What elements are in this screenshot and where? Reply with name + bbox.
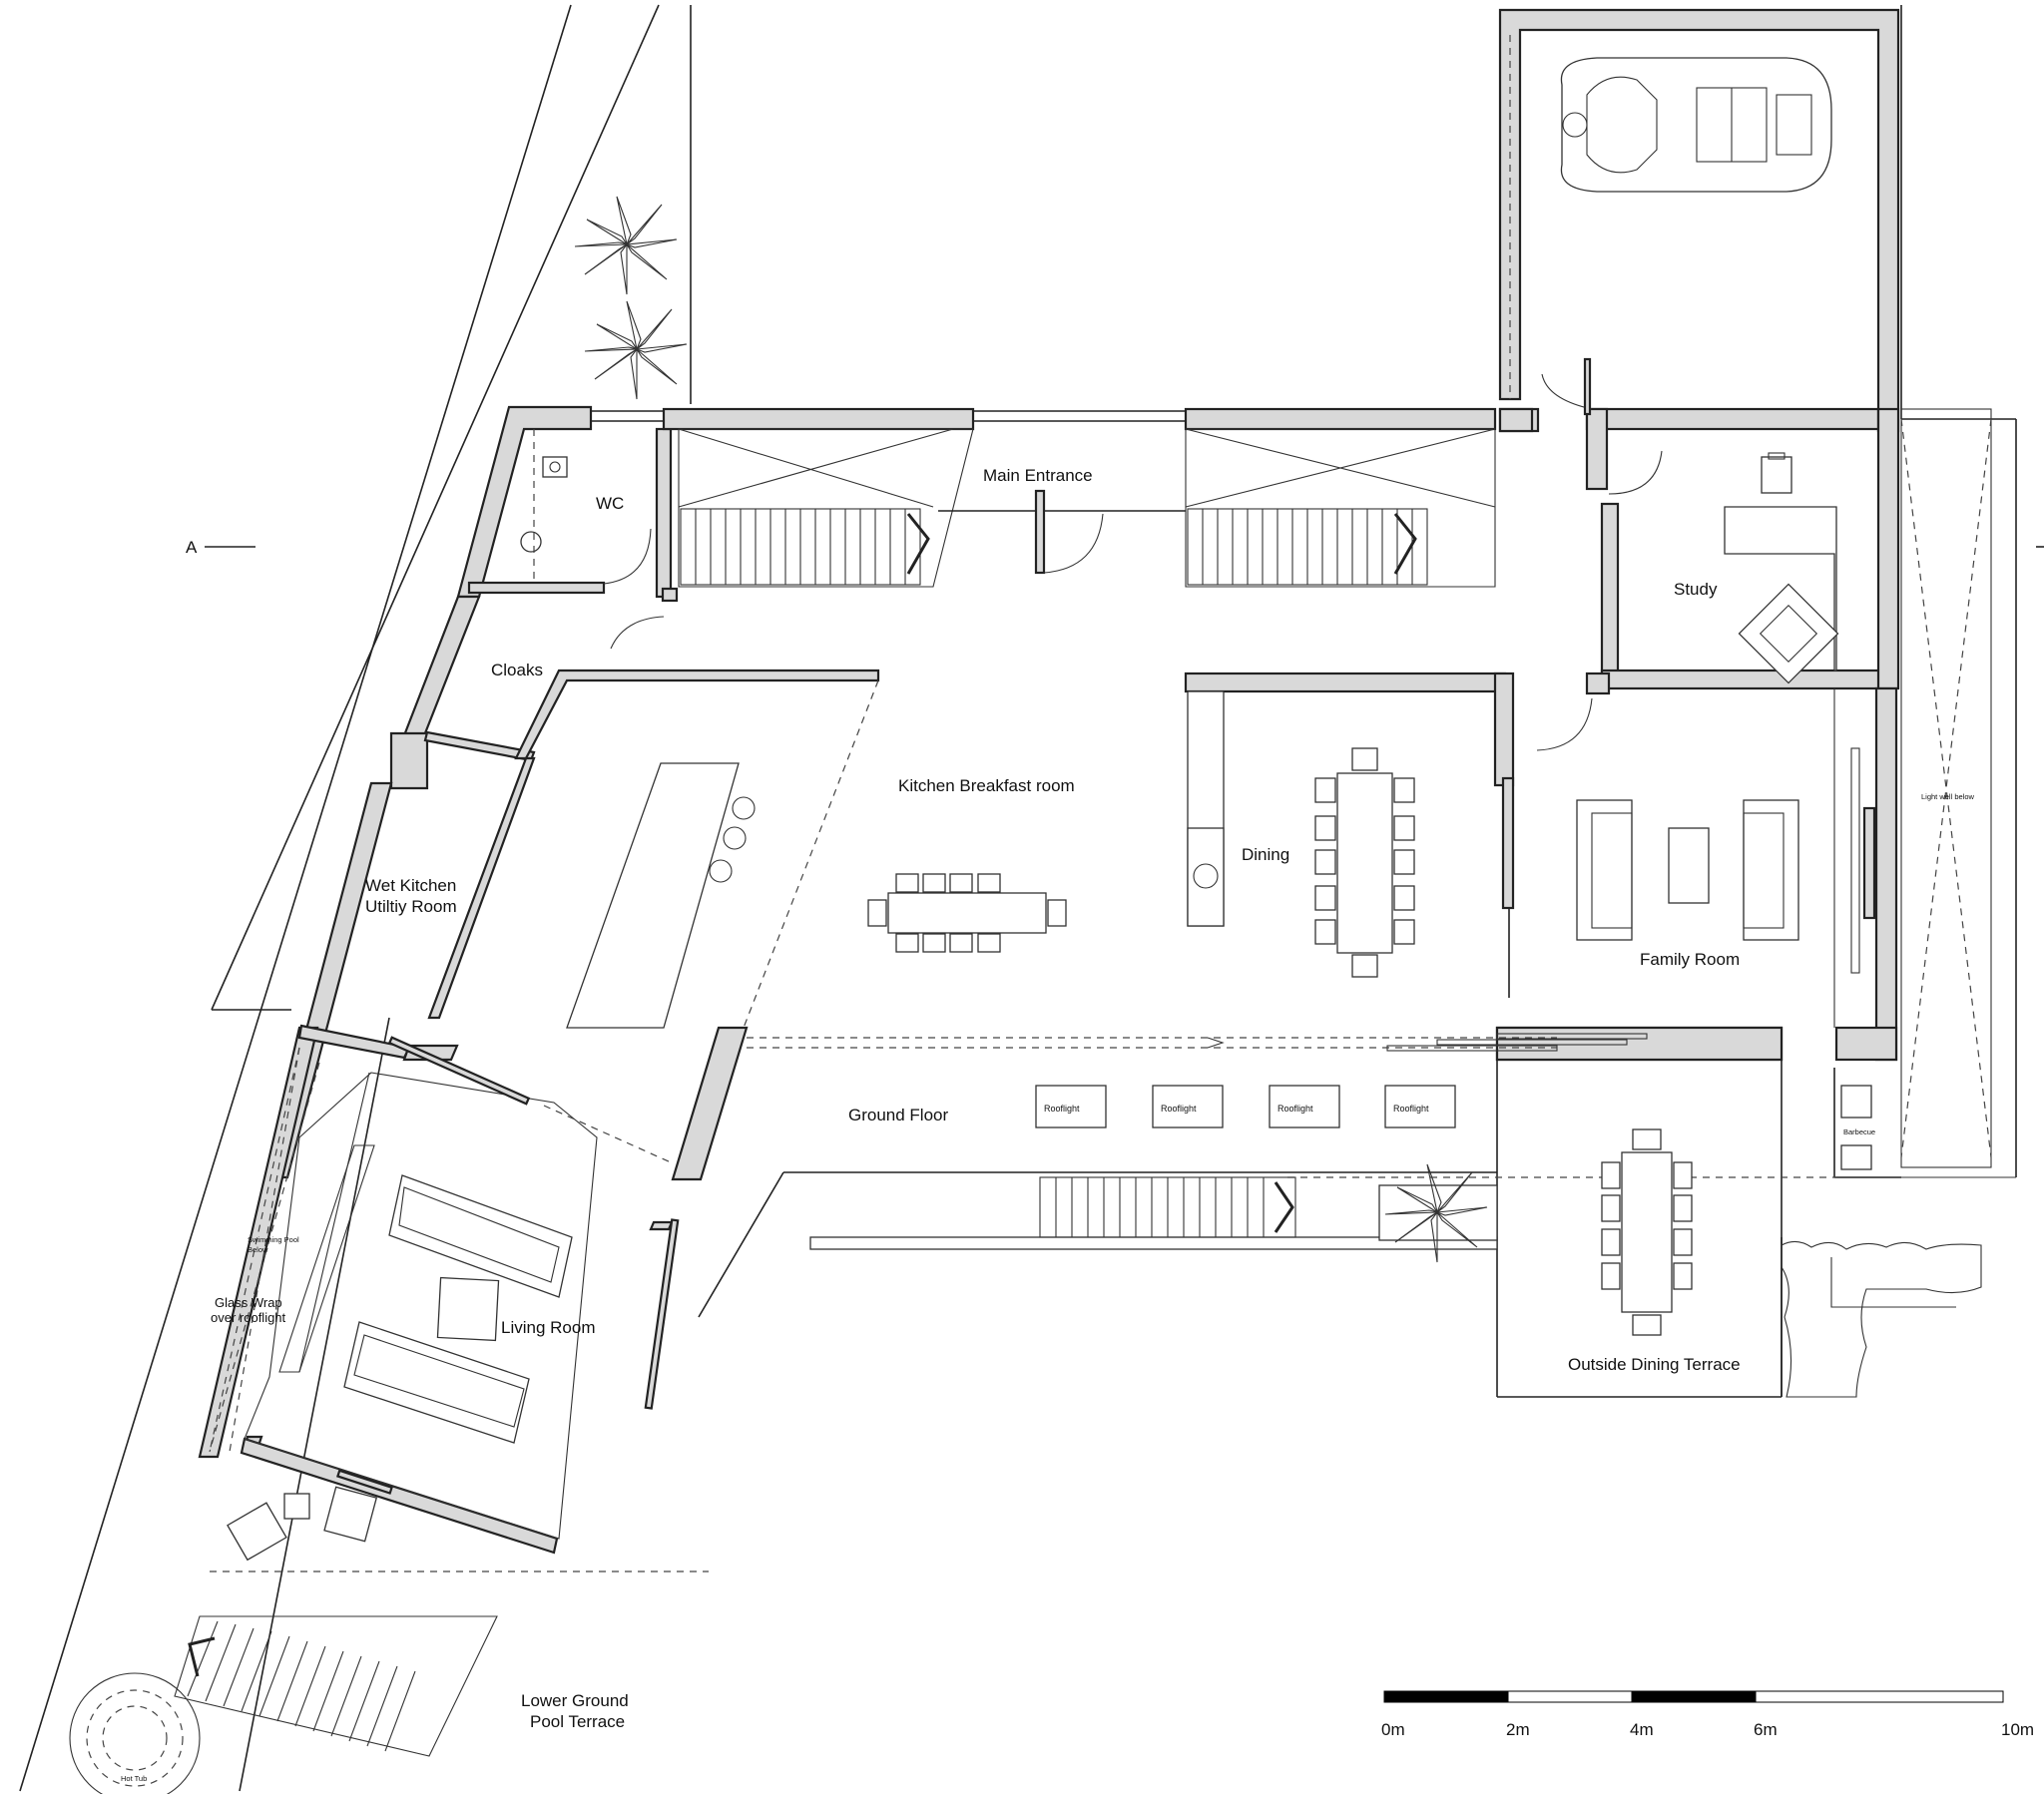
rooflight-label: Rooflight — [1044, 1104, 1080, 1114]
study-label: Study — [1674, 580, 1718, 599]
living-room-label: Living Room — [501, 1318, 596, 1337]
scale-tick-label: 2m — [1506, 1720, 1530, 1739]
wc-label: WC — [596, 494, 624, 513]
site-boundary — [19, 4, 2017, 1792]
stair-west — [678, 428, 974, 588]
lounge-chairs — [227, 1486, 378, 1562]
rooflight-label: Rooflight — [1393, 1104, 1429, 1114]
dining-label: Dining — [1242, 845, 1289, 864]
hot-tub-label: Hot Tub — [121, 1774, 147, 1783]
living-room — [209, 1036, 709, 1572]
wet-kitchen-label: Wet Kitchen — [365, 876, 456, 895]
swimming-pool-label: Swimming Pool — [248, 1235, 299, 1244]
kitchen-label: Kitchen Breakfast room — [898, 776, 1075, 795]
glass-wrap-over-rooflight-label: over rooflight — [211, 1310, 286, 1325]
palm-tree-icon — [584, 300, 688, 400]
hot-tub — [69, 1672, 201, 1794]
labels: A WC Main Entrance Cloaks Kitchen Breakf… — [121, 466, 2034, 1783]
main-entrance-label: Main Entrance — [983, 466, 1093, 485]
stair-east — [1185, 428, 1496, 588]
lower-stair — [174, 1615, 498, 1757]
stair-terrace — [1039, 1176, 1296, 1238]
garage — [1498, 8, 1900, 433]
light-well-label: Light well below — [1921, 792, 1975, 801]
rooflights — [1035, 1085, 1456, 1128]
kitchen-island — [566, 679, 879, 1029]
swimming-pool-below-label: Below — [248, 1245, 268, 1254]
plan-title: Ground Floor — [848, 1106, 948, 1124]
scale-tick-label: 6m — [1754, 1720, 1778, 1739]
section-marker-label: A — [186, 538, 198, 557]
utility-room-label: Utiltiy Room — [365, 897, 457, 916]
study-furniture — [1541, 357, 1839, 684]
stair-treads — [695, 509, 906, 585]
scale-bar — [1383, 1690, 2004, 1703]
car-icon — [1560, 57, 1832, 193]
cloaks-label: Cloaks — [491, 661, 543, 679]
shrub-hedge — [1781, 1240, 1982, 1398]
outside-dining-table — [1601, 1128, 1693, 1336]
cloaks-door — [610, 616, 665, 650]
breakfast-table — [867, 873, 1067, 953]
lower-ground-label: Lower Ground — [521, 1691, 629, 1710]
building-walls — [198, 405, 1900, 1555]
barbecue — [1833, 1068, 1901, 1178]
scale-tick-label: 0m — [1381, 1720, 1405, 1739]
scale-tick-label: 4m — [1630, 1720, 1654, 1739]
family-room-label: Family Room — [1640, 950, 1740, 969]
wc-fixtures — [520, 429, 652, 585]
dining-room — [1187, 690, 1593, 998]
light-well — [1900, 408, 2016, 1178]
pool-terrace-label: Pool Terrace — [530, 1712, 625, 1731]
palm-tree-icon — [1384, 1163, 1488, 1263]
scale-tick-label: 10m — [2001, 1720, 2034, 1739]
sliding-doors-south — [747, 1033, 1648, 1052]
barbecue-label: Barbecue — [1843, 1127, 1875, 1136]
rooflight-label: Rooflight — [1278, 1104, 1313, 1114]
family-room — [1576, 688, 1876, 1028]
stair-treads — [1202, 509, 1413, 585]
palm-tree-icon — [574, 196, 678, 295]
glass-wrap-label: Glass Wrap — [215, 1295, 282, 1310]
rooflight-label: Rooflight — [1161, 1104, 1197, 1114]
entrance-door — [938, 489, 1186, 575]
outside-dining-label: Outside Dining Terrace — [1568, 1355, 1741, 1374]
